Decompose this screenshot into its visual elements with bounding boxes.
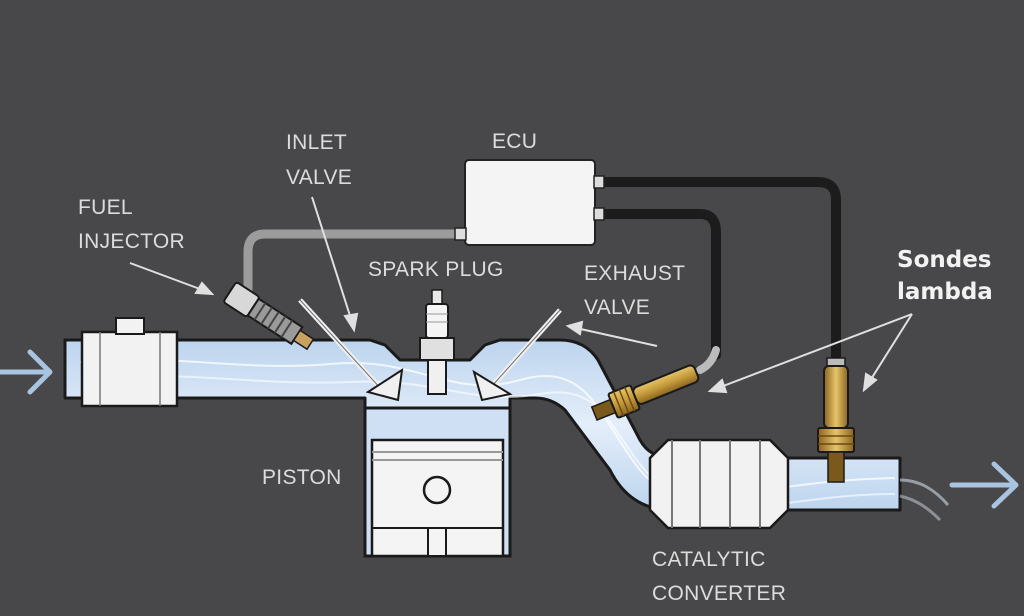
right-arrow-icon xyxy=(949,461,1019,509)
catalytic-converter xyxy=(648,438,790,530)
lambda-sensor-pre xyxy=(590,364,700,421)
label-catalytic-converter-line2: CONVERTER xyxy=(652,582,786,605)
spark-plug xyxy=(419,289,455,395)
label-spark-plug: SPARK PLUG xyxy=(368,258,504,281)
label-sondes-lambda-line2: lambda xyxy=(897,279,993,305)
label-ecu: ECU xyxy=(492,130,537,153)
air-flow-meter xyxy=(80,317,179,408)
wire-lambda-pre-end xyxy=(696,346,720,374)
piston-body xyxy=(370,438,505,558)
label-catalytic-converter-line1: CATALYTIC xyxy=(652,548,766,571)
inlet-valve xyxy=(298,298,404,402)
label-exhaust-valve-line1: EXHAUST xyxy=(584,262,685,285)
label-exhaust-valve-line2: VALVE xyxy=(584,296,650,319)
lambda-sensor-post xyxy=(817,357,855,483)
label-inlet-valve-line2: VALVE xyxy=(286,166,352,189)
label-fuel-injector-line1: FUEL xyxy=(78,196,133,219)
ecu-wires xyxy=(243,177,841,374)
fuel-injector xyxy=(223,281,315,351)
label-piston: PISTON xyxy=(262,466,342,489)
exhaust-valve xyxy=(472,308,562,402)
cylinder xyxy=(363,406,512,558)
label-inlet-valve-line1: INLET xyxy=(286,131,347,154)
pointer-lines xyxy=(129,196,913,394)
label-sondes-lambda-line1: Sondes xyxy=(897,247,992,273)
wire-lambda-pre xyxy=(595,209,721,360)
right-arrow-icon xyxy=(0,349,53,395)
wire-lambda-post xyxy=(595,177,841,365)
ecu-box xyxy=(454,159,605,246)
wire-injector xyxy=(243,229,465,297)
label-fuel-injector-line2: INJECTOR xyxy=(78,230,185,253)
